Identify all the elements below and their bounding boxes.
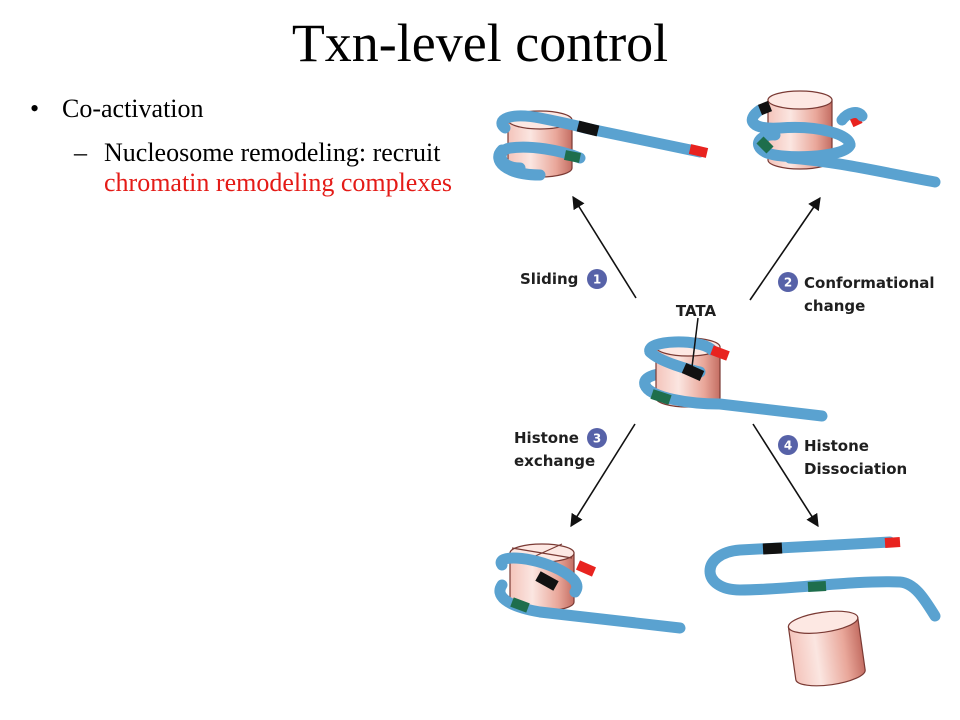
arrow-conformational-change [749,196,821,301]
step-1-badge [587,269,607,289]
step-4-text-line2: Dissociation [804,460,907,478]
arrow-histone-dissociation [752,423,819,528]
tata-label: TATA [676,302,717,320]
step-1-text: Sliding [520,270,578,288]
step-3-badge [587,428,607,448]
tata-pointer [691,317,699,368]
nucleosome-conformational-change [746,90,941,188]
bullet-nucleosome-remodeling-text: Nucleosome remodeling: recruit [104,138,441,167]
step-3-number: 3 [593,432,601,446]
highlight-chromatin-remodeling-complexes: chromatin remodeling complexes [104,168,453,197]
nucleosome-center: TATA [639,302,828,422]
slide-title: Txn-level control [291,13,669,73]
step-4-label: 4 Histone Dissociation [778,435,907,478]
step-2-text-line2: change [804,297,865,315]
bullet-dot: • [30,94,40,123]
bullet-nucleosome-remodeling: – Nucleosome remodeling: recruit chromat… [74,138,494,198]
step-2-text-line1: Conformational [804,274,935,292]
step-1-number: 1 [593,273,601,287]
bullet-dash: – [74,138,87,167]
arrow-sliding [572,195,637,299]
step-2-badge [778,272,798,292]
bullet-co-activation: • Co-activation [30,94,204,124]
step-4-badge [778,435,798,455]
step-3-text-line1: Histone [514,429,579,447]
step-3-label: Histone 3 exchange [514,428,607,470]
step-2-label: 2 Conformational change [778,272,935,315]
nucleosome-histone-exchange [494,543,686,634]
step-4-text-line1: Histone [804,437,869,455]
step-3-text-line2: exchange [514,452,595,470]
step-4-number: 4 [784,439,792,453]
histone-dissociation-products [704,536,941,687]
bullet-co-activation-text: Co-activation [62,94,204,123]
step-1-label: Sliding 1 [520,269,607,289]
step-2-number: 2 [784,276,792,290]
arrow-histone-exchange [570,423,636,528]
nucleosome-sliding [493,110,709,181]
detached-histone-octamer [787,610,866,687]
